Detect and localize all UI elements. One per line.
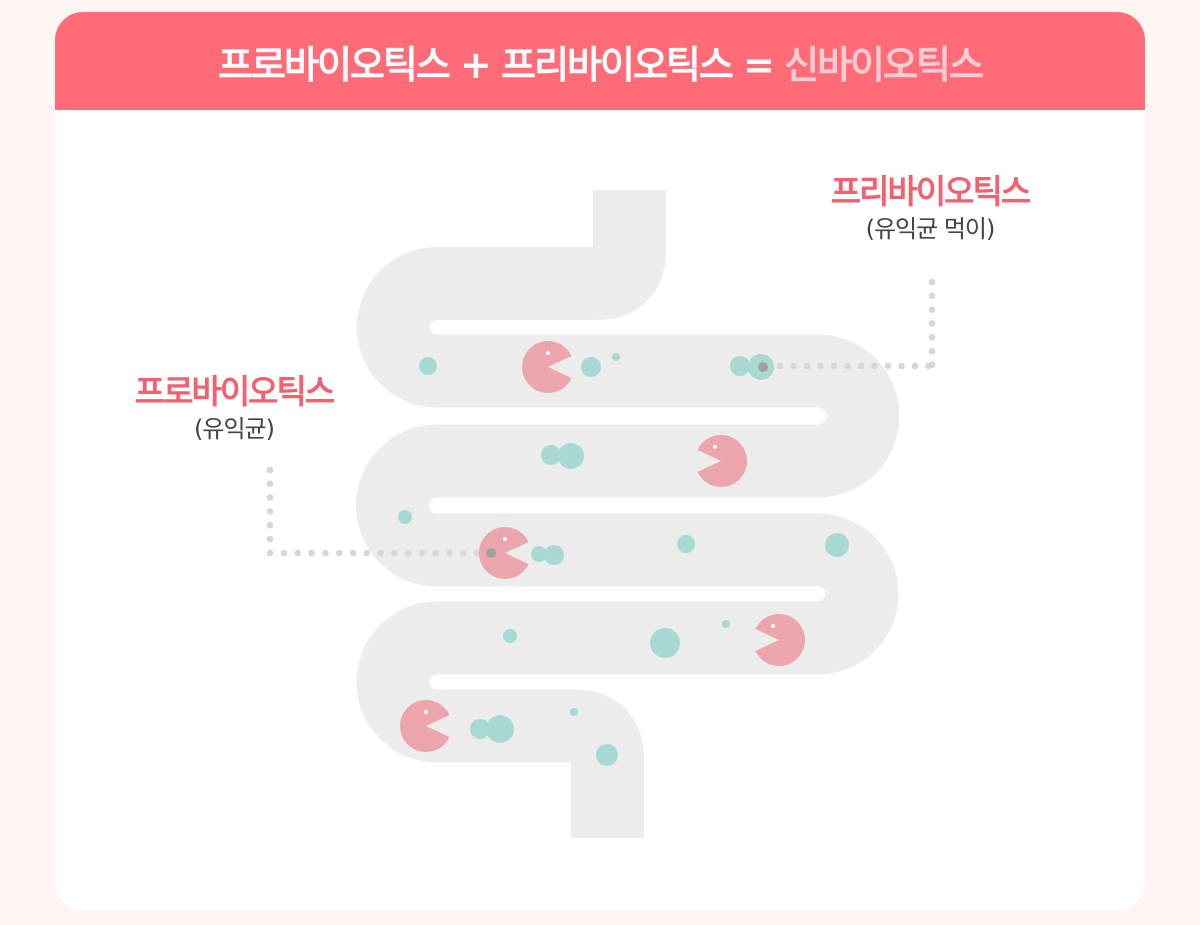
pacman-eye [713,445,717,449]
prebiotic-particle [581,357,601,377]
probiotic-pacman [697,435,747,487]
leader-dot [911,362,919,370]
leader-dot [266,521,274,529]
header-banner: 프로바이오틱스 + 프리바이오틱스 = 신바이오틱스 [55,12,1145,110]
pacman-eye [503,537,507,541]
pacman-eye [424,710,428,714]
probiotic-pacman [522,341,572,394]
leader-dot [928,333,936,341]
leader-dot [294,549,302,557]
prebiotic-particle [677,535,695,553]
pacman-eye [546,351,550,355]
prebiotic-particles [398,353,849,766]
leader-dot [817,362,824,370]
prebiotic-particle [558,443,584,469]
leader-dot [322,549,329,557]
leader-dot [884,362,892,370]
leader-dot [266,480,274,488]
leader-dot [280,549,288,557]
leader-dot [335,549,343,557]
leader-dot [418,549,426,557]
leader-dot [857,362,865,370]
probiotic-bacteria [400,341,805,752]
pacman-body [400,700,450,752]
prebiotic-particle [544,545,564,565]
leader-dot [928,347,936,355]
intestine-shape [356,190,900,838]
prebiotics-subtitle: (유익균 먹이) [865,215,996,243]
prebiotic-particle [398,510,412,524]
prebiotic-particle [503,629,517,643]
leader-dot [928,320,936,327]
title-equation: 프로바이오틱스 + 프리바이오틱스 = [218,42,785,87]
leader-dot [460,549,467,557]
pacman-body [522,341,572,394]
prebiotic-particle [541,445,561,465]
prebiotic-particle [612,353,620,361]
prebiotic-pointer-dot [758,362,768,372]
leader-dot [266,535,274,543]
leader-dot [844,362,851,370]
dotted-leader-lines [266,278,936,557]
prebiotic-particle [570,708,578,716]
prebiotic-particle [722,620,730,628]
probiotic-pacman [400,700,450,752]
title-synbiotics: 신바이오틱스 [784,42,984,87]
leader-dot [432,549,440,557]
pacman-body [697,435,747,487]
leader-dot [391,549,398,557]
leader-dot [928,306,936,313]
probiotics-label: 프로바이오틱스 (유익균) [134,372,336,446]
prebiotic-particle [486,715,514,743]
leader-dot [871,362,878,370]
leader-dot [898,362,905,370]
probiotic-pacman [755,614,805,666]
leader-dot [473,549,481,557]
prebiotic-particle [470,719,490,739]
prebiotics-label: 프리바이오틱스 (유익균 먹이) [830,172,1032,246]
prebiotic-particle [531,546,547,562]
leader-dot [308,549,315,557]
probiotic-pacman [479,527,529,579]
prebiotics-title: 프리바이오틱스 [830,172,1032,211]
prebiotic-particle [596,744,618,766]
leader-dot [925,362,932,370]
probiotic-pointer-dot [486,548,496,558]
leader-dot [266,494,274,501]
leader-dot [377,549,384,557]
leader-dot [266,466,274,474]
leader-dot [790,362,797,370]
prebiotic-particle [730,356,750,376]
leader-dot [830,362,838,370]
leader-dot [363,549,371,557]
probiotics-subtitle: (유익균) [194,415,275,443]
pacman-body [755,614,805,666]
leader-dot [266,549,274,557]
leader-dot [266,508,274,515]
leader-dot [928,292,936,300]
leader-dot [928,278,936,286]
header-title: 프로바이오틱스 + 프리바이오틱스 = 신바이오틱스 [218,34,984,89]
prebiotic-particle [419,357,437,375]
leader-dot [803,362,811,370]
pacman-eye [771,624,775,628]
probiotics-title: 프로바이오틱스 [134,372,336,411]
prebiotic-particle [825,533,849,557]
pacman-body [479,527,529,579]
leader-dot [446,549,453,557]
leader-dot [776,362,784,370]
leader-dot [349,549,357,557]
prebiotic-particle [650,628,680,658]
leader-dot [404,549,412,557]
